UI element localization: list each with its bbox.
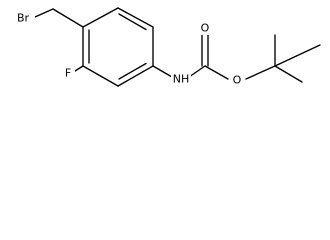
ring-double-bond-top	[118, 13, 147, 31]
ring-double-bond-bottom	[118, 62, 147, 80]
bromine-label-mask	[11, 11, 35, 25]
n-carbonyl-bond	[188, 65, 206, 78]
ring-bond-bottom-left	[82, 65, 119, 87]
ring-bond-top-right	[117, 7, 154, 28]
carbonyl-ester-o-bond	[204, 65, 229, 80]
tbutyl-methyl-down-bond	[274, 65, 303, 83]
ring-bond-top-left	[82, 7, 119, 28]
bond-layer	[34, 7, 321, 87]
tbutyl-methyl-right-bond	[274, 44, 321, 67]
c-f-bond	[74, 65, 84, 72]
c-n-bond	[152, 65, 173, 78]
atom-label-layer: Br F NH O O	[11, 11, 244, 87]
ring-bond-bottom-right	[117, 65, 154, 87]
ester-oxygen-label-mask	[230, 73, 244, 87]
carbonyl-oxygen-label: O	[201, 22, 210, 35]
carbonyl-oxygen-label-mask	[198, 21, 212, 35]
amide-nitrogen-label: NH	[173, 73, 190, 86]
ester-o-tbutyl-bond	[245, 65, 276, 80]
bromine-label: Br	[17, 12, 30, 25]
ch2-br-bond	[34, 8, 54, 18]
fluorine-label-mask	[61, 66, 75, 80]
ch2-bond	[52, 8, 84, 28]
fluorine-label: F	[65, 67, 71, 80]
chemical-structure-diagram: Br F NH O O	[11, 7, 321, 87]
amide-nitrogen-label-mask	[171, 72, 191, 87]
ester-oxygen-label: O	[233, 74, 242, 87]
